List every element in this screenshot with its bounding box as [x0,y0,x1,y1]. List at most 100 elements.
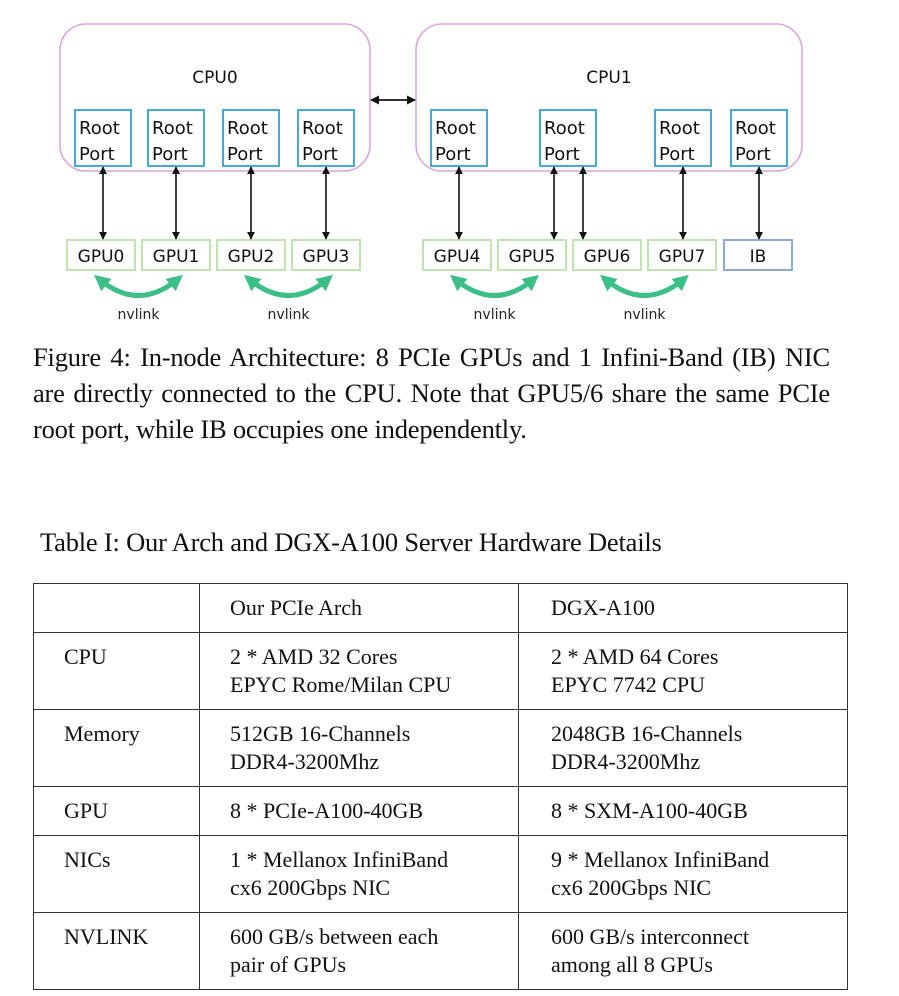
cell-text-line: cx6 200Gbps NIC [551,875,712,900]
row-label-cell: NVLINK [33,912,200,990]
root-port-box [430,109,488,167]
nvlink-arc [94,274,183,298]
root-port-label-line: Port [302,144,338,165]
cell-text-line: cx6 200Gbps NIC [230,875,391,900]
root-port-label-line: Port [435,144,471,165]
root-port-label-line: Port [152,144,188,165]
row-label-cell: NICs [33,835,200,913]
cpu-box [415,23,803,172]
root-port-box [222,109,280,167]
root-port-label-line: Port [227,144,263,165]
cell-text-line: EPYC 7742 CPU [551,672,706,697]
cell-text-line: 2 * AMD 32 Cores [230,644,398,669]
gpu-box [291,239,361,271]
root-port-label-line: Root [79,118,120,139]
cell-text-line: 600 GB/s between each [230,924,439,949]
gpu-box [647,239,717,271]
header-cell-empty [33,583,200,633]
root-port-label-line: Root [544,118,585,139]
cell-text-line: 2048GB 16-Channels [551,721,743,746]
nvlink-label: nvlink [474,307,517,323]
nvlink-label: nvlink [118,307,161,323]
root-port-box [654,109,712,167]
our-arch-cell: 8 * PCIe-A100-40GB [199,786,519,836]
root-port-label-line: Port [544,144,580,165]
gpu-box [422,239,492,271]
cell-text-line: 600 GB/s interconnect [551,924,749,949]
nvlink-arc [450,274,539,298]
gpu-label: GPU5 [509,247,556,267]
root-port-label-line: Root [302,118,343,139]
cell-text-line: 2 * AMD 64 Cores [551,644,719,669]
nvlink-label: nvlink [624,307,667,323]
cpu-label: CPU1 [586,68,631,88]
root-port-label-line: Root [735,118,776,139]
ib-nic-label: IB [750,247,767,267]
root-port-box [74,109,132,167]
root-port-label-line: Root [152,118,193,139]
cell-text-line: 512GB 16-Channels [230,721,411,746]
gpu-box [216,239,286,271]
root-port-box [730,109,788,167]
table-title: Table I: Our Arch and DGX-A100 Server Ha… [40,527,662,557]
nvlink-arc [600,274,689,298]
nvlink-arc [244,274,333,298]
root-port-label-line: Port [659,144,695,165]
gpu-label: GPU1 [153,247,200,267]
gpu-label: GPU3 [303,247,350,267]
gpu-label: GPU2 [228,247,275,267]
cell-text-line: DDR4-3200Mhz [551,749,701,774]
cpu-label: CPU0 [192,68,237,88]
gpu-label: GPU7 [659,247,706,267]
row-label-cell: GPU [33,786,200,836]
table-row: NICs 1 * Mellanox InfiniBand cx6 200Gbps N… [33,835,848,913]
root-port-label-line: Root [659,118,700,139]
dgx-cell: 600 GB/s interconnect among all 8 GPUs [518,912,848,990]
root-port-label-line: Root [435,118,476,139]
our-arch-cell: 600 GB/s between each pair of GPUs [199,912,519,990]
table-row: GPU 8 * PCIe-A100-40GB 8 * SXM-A100-40GB [33,786,848,836]
header-cell-our-arch: Our PCIe Arch [199,583,519,633]
gpu-box [141,239,211,271]
cell-text-line: 9 * Mellanox InfiniBand [551,847,770,872]
gpu-box [497,239,567,271]
gpu-box [572,239,642,271]
cpu-box [59,23,371,172]
cell-text-line: pair of GPUs [230,952,347,977]
our-arch-cell: 1 * Mellanox InfiniBand cx6 200Gbps NIC [199,835,519,913]
gpu-box [66,239,136,271]
root-port-label-line: Port [79,144,115,165]
root-port-box [539,109,597,167]
cell-text-line: EPYC Rome/Milan CPU [230,672,452,697]
root-port-label-line: Port [735,144,771,165]
dgx-cell: 8 * SXM-A100-40GB [518,786,848,836]
ib-nic-box [723,239,793,271]
dgx-cell: 9 * Mellanox InfiniBand cx6 200Gbps NIC [518,835,848,913]
gpu-label: GPU4 [434,247,481,267]
cell-text-line: 1 * Mellanox InfiniBand [230,847,449,872]
nvlink-label: nvlink [268,307,311,323]
cell-text-line: 8 * SXM-A100-40GB [551,798,748,823]
root-port-label-line: Root [227,118,268,139]
gpu-label: GPU6 [584,247,631,267]
gpu-label: GPU0 [78,247,125,267]
table-header-row: Our PCIe Arch DGX-A100 [33,583,848,633]
row-label-cell: Memory [33,709,200,787]
cell-text-line: among all 8 GPUs [551,952,713,977]
cell-text-line: DDR4-3200Mhz [230,749,380,774]
root-port-box [147,109,205,167]
figure-caption: Figure 4: In-node Architecture: 8 PCIe G… [33,342,830,444]
cell-text-line: 8 * PCIe-A100-40GB [230,798,424,823]
header-cell-dgx: DGX-A100 [518,583,848,633]
root-port-box [297,109,355,167]
row-label-cell: CPU [33,632,200,710]
